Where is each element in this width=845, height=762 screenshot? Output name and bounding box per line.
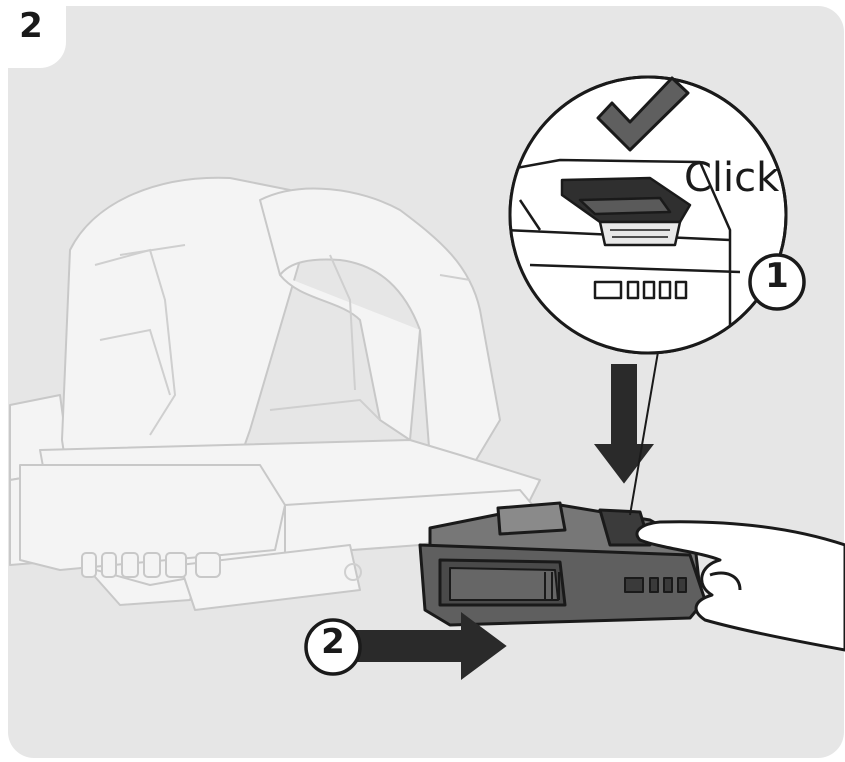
step-badge-2-label: 2 bbox=[321, 622, 345, 662]
step-badge-1-circle bbox=[748, 253, 806, 311]
click-label: Click bbox=[684, 155, 780, 201]
arrow-right-icon bbox=[344, 612, 507, 680]
hand bbox=[635, 520, 845, 652]
step-tab: 2 bbox=[0, 0, 66, 68]
zoom-callout bbox=[508, 75, 788, 355]
callout-pointer bbox=[629, 351, 659, 516]
step-badge-2-circle bbox=[304, 618, 362, 676]
arrow-down-icon bbox=[593, 364, 655, 484]
hedge-trimmer-details bbox=[94, 244, 471, 581]
checkmark-icon bbox=[596, 76, 690, 152]
hedge-trimmer-outline bbox=[9, 176, 546, 611]
step-badge-1-label: 1 bbox=[765, 256, 789, 296]
step-number: 2 bbox=[19, 6, 43, 46]
battery-pack bbox=[418, 501, 707, 627]
